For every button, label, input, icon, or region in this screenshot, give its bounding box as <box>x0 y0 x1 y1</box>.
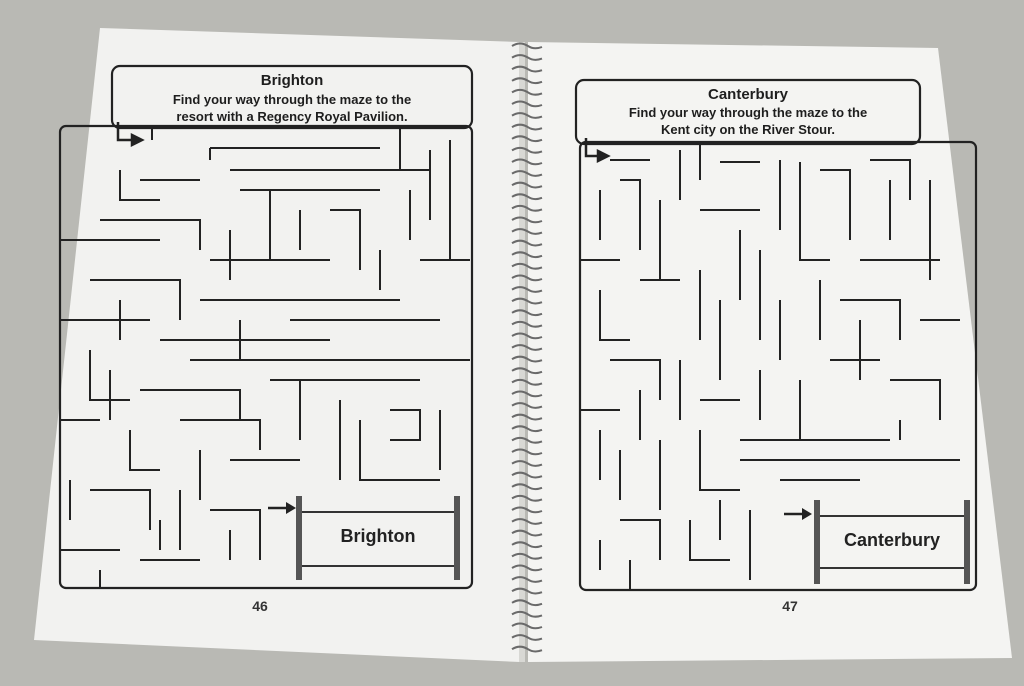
spiral-coil <box>511 436 543 444</box>
spiral-coil <box>511 390 543 398</box>
spiral-coil <box>511 587 543 595</box>
spiral-coil <box>511 645 543 653</box>
spiral-coil <box>511 622 543 630</box>
spiral-coil <box>511 297 543 305</box>
spiral-coil <box>511 494 543 502</box>
spiral-coil <box>511 309 543 317</box>
spiral-coil <box>511 448 543 456</box>
spiral-coil <box>511 146 543 154</box>
spiral-coil <box>511 367 543 375</box>
spiral-coil <box>511 181 543 189</box>
spiral-coil <box>511 541 543 549</box>
spiral-coil <box>511 355 543 363</box>
right-sign-label: Canterbury <box>843 530 941 550</box>
spiral-coil <box>511 77 543 85</box>
left-maze-instruction-line2: resort with a Regency Royal Pavilion. <box>176 109 408 124</box>
spiral-coil <box>511 402 543 409</box>
left-maze-walls <box>60 126 470 588</box>
spiral-coil <box>511 483 543 491</box>
spiral-coil <box>511 471 543 479</box>
spiral-coil <box>511 123 543 131</box>
spiral-coil <box>511 170 543 177</box>
left-maze-title: Brighton <box>260 72 324 89</box>
left-sign-board <box>268 496 460 580</box>
spiral-coil <box>511 518 543 525</box>
spiral-coil <box>511 112 543 119</box>
spiral-coil <box>511 634 543 641</box>
spiral-coil <box>511 135 543 143</box>
left-page <box>34 28 520 662</box>
spiral-coil <box>511 100 543 108</box>
left-maze-instruction-line1: Find your way through the maze to the <box>172 92 412 107</box>
spiral-coil <box>511 216 543 224</box>
right-maze-title: Canterbury <box>707 86 789 103</box>
right-maze-walls <box>580 142 960 590</box>
spiral-coil <box>511 529 543 537</box>
spiral-coil <box>511 378 543 386</box>
spiral-coil <box>511 460 543 467</box>
spiral-coil <box>511 274 543 282</box>
right-page-number: 47 <box>782 598 798 614</box>
spiral-binding <box>511 42 543 653</box>
spiral-coil <box>511 239 543 247</box>
left-start-arrow <box>116 122 145 148</box>
spiral-coil <box>511 158 543 166</box>
right-maze-instruction-line2: Kent city on the River Stour. <box>660 122 836 137</box>
right-maze-instruction-line1: Find your way through the maze to the <box>628 105 868 120</box>
spiral-coil <box>511 251 543 259</box>
left-maze-frame <box>58 64 474 590</box>
spiral-coil <box>511 332 543 340</box>
spiral-coil <box>511 344 543 351</box>
spiral-coil <box>511 54 543 61</box>
spiral-coil <box>511 88 543 96</box>
spiral-coil <box>511 552 543 560</box>
spiral-coil <box>511 425 543 433</box>
spiral-coil <box>511 506 543 514</box>
spiral-coil <box>511 320 543 328</box>
spiral-coil <box>511 42 543 50</box>
left-sign-label: Brighton <box>340 526 416 546</box>
left-page-number: 46 <box>252 598 268 614</box>
spiral-coil <box>511 286 543 293</box>
spiral-coil <box>511 65 543 73</box>
spiral-coil <box>511 193 543 201</box>
spiral-coil <box>511 610 543 618</box>
right-start-arrow <box>584 138 611 164</box>
spiral-coil <box>511 262 543 270</box>
spiral-coil <box>511 204 543 212</box>
right-maze-frame <box>574 78 978 592</box>
right-sign-board <box>784 500 970 584</box>
spiral-coil <box>511 564 543 572</box>
spiral-coil <box>511 413 543 421</box>
spiral-coil <box>511 599 543 607</box>
spiral-coil <box>511 576 543 583</box>
spiral-coil <box>511 228 543 235</box>
